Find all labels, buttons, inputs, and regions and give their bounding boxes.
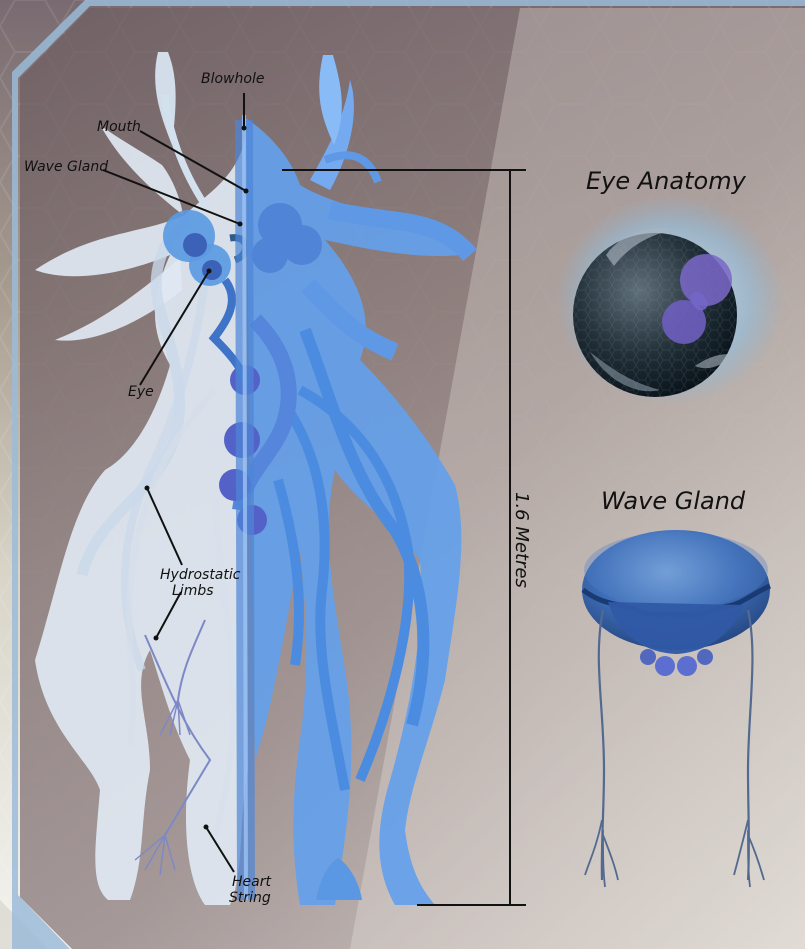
heart-string-label-line1: Heart: [232, 875, 271, 890]
hydrostatic-limbs-label-line1: Hydrostatic: [160, 568, 240, 583]
left-pale-half: [35, 52, 248, 905]
heart-string-label-line2: String: [229, 891, 271, 906]
wave-gland-title: Wave Gland: [601, 487, 745, 515]
eye-anatomy-title: Eye Anatomy: [586, 167, 746, 195]
wave-gland-label: Wave Gland: [24, 160, 108, 175]
eye-label: Eye: [128, 385, 154, 400]
mouth-label: Mouth: [97, 120, 141, 135]
right-blue-half: [214, 55, 470, 905]
wave-gland-panel: [582, 530, 770, 887]
eye-anatomy-panel: [556, 195, 784, 405]
hydrostatic-limbs-label-line2: Limbs: [172, 584, 214, 599]
height-measurement-label: 1.6 Metres: [511, 492, 532, 588]
blowhole-label: Blowhole: [201, 72, 264, 87]
